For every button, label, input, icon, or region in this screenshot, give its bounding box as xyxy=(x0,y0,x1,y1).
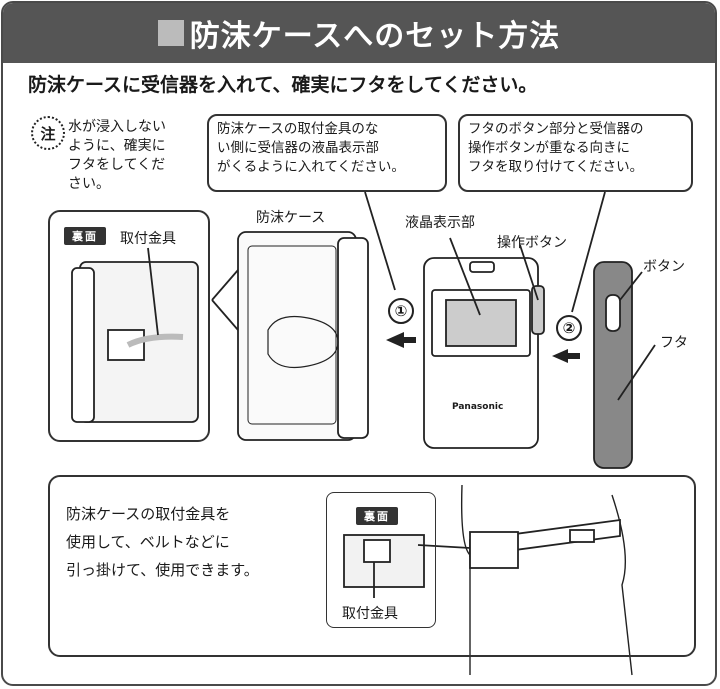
header-bar xyxy=(3,3,715,63)
step-1-marker: ① xyxy=(388,298,414,324)
bracket-label: 取付金具 xyxy=(120,231,176,247)
instruction-subtitle: 防沫ケースに受信器を入れて、確実にフタをしてください。 xyxy=(28,74,538,96)
inset-back-side-badge: 裏面 xyxy=(356,507,398,525)
square-icon xyxy=(157,20,184,46)
case-label: 防沫ケース xyxy=(256,210,326,226)
zoom-line-bottom xyxy=(211,299,239,331)
bubble2-pointer xyxy=(571,191,606,313)
case-back-panel xyxy=(48,210,210,442)
lid-illustration xyxy=(593,261,656,469)
note-text: 水が浸入しない ように、確実に フタをしてくだ さい。 xyxy=(68,119,166,192)
bubble1-pointer xyxy=(364,191,396,291)
inset-bracket-label: 取付金具 xyxy=(342,606,398,622)
belt-usage-panel xyxy=(48,475,696,657)
step1-instruction-bubble: 防沫ケースの取付金具のな い側に受信器の液晶表示部 がくるように入れてください。 xyxy=(207,114,447,192)
step2-instruction-bubble: フタのボタン部分と受信器の 操作ボタンが重なる向きに フタを取り付けてください。 xyxy=(458,114,693,192)
bracket-inset-illustration xyxy=(343,534,471,598)
button-label: ボタン xyxy=(643,259,685,275)
header-title-row: 防沫ケースへのセット方法 xyxy=(3,3,715,63)
bracket-inset-panel xyxy=(326,492,436,628)
step-2-marker: ② xyxy=(556,315,582,341)
belt-illustration xyxy=(461,484,633,676)
case-illustration xyxy=(237,231,369,441)
back-side-badge: 裏面 xyxy=(64,227,106,245)
zoom-line-top xyxy=(211,269,239,301)
operation-button-label: 操作ボタン xyxy=(497,235,567,251)
insert-arrow-1 xyxy=(386,332,404,348)
display-label: 液晶表示部 xyxy=(405,215,475,231)
brand-logo: Panasonic xyxy=(452,402,504,412)
case-back-illustration xyxy=(71,247,199,423)
belt-usage-text: 防沫ケースの取付金具を 使用して、ベルトなどに 引っ掛けて、使用できます。 xyxy=(66,505,259,579)
receiver-illustration xyxy=(423,237,545,449)
page-title: 防沫ケースへのセット方法 xyxy=(189,19,561,54)
insert-arrow-2 xyxy=(552,349,568,363)
lid-label: フタ xyxy=(660,335,688,351)
note-mark: 注 xyxy=(31,116,65,150)
